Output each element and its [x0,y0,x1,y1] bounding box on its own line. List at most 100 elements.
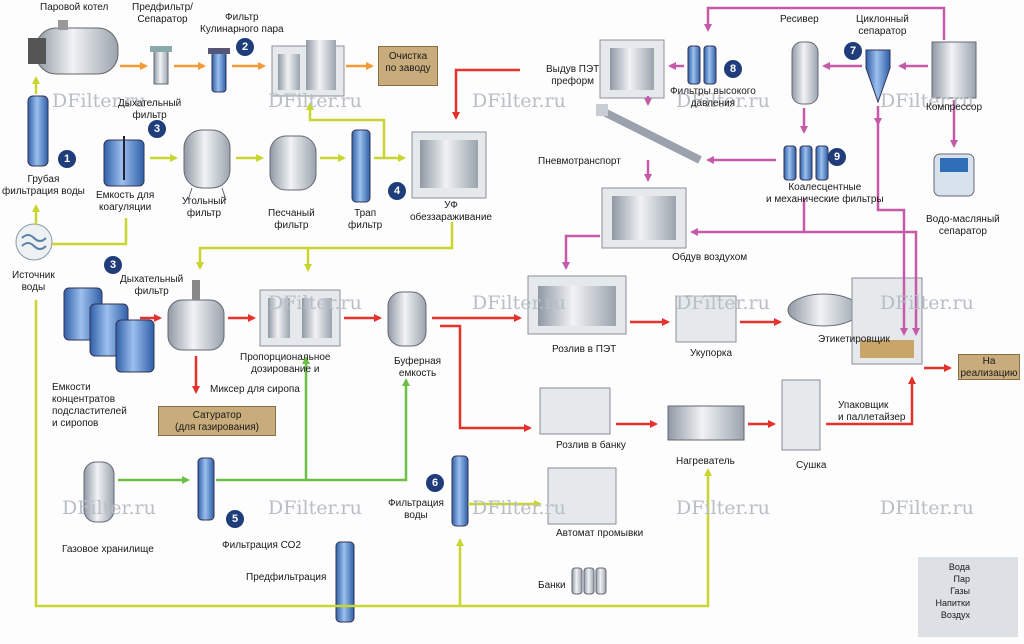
heater-illustration [667,405,745,441]
receiver-label: Ресивер [780,14,819,25]
gas-flow [118,356,410,484]
buffer-tank-label: Буферная емкость [394,356,442,379]
cyclone-separator-illustration [865,49,891,104]
watermark: DFilter.ru [268,497,362,519]
cans-label: Банки [538,580,566,591]
heater-label: Нагреватель [676,456,735,467]
step-badge: 9 [828,148,846,166]
pet-blowing-illustration [599,39,665,99]
co2-filter-illustration [197,457,215,521]
drying-illustration [781,379,821,451]
culinary-steam-filter-illustration [208,48,230,93]
dosing-unit-illustration [259,289,341,347]
water-filtration-label: Фильтрация воды [388,498,444,521]
drinks-flow [140,68,952,432]
syrup-mixer-label: Миксер для сиропа [210,384,300,395]
sand-filter-label: Песчаный фильтр [268,208,315,231]
coalescing-filters-illustration [783,145,829,181]
step-badge: 7 [844,42,862,60]
can-filling-label: Розлив в банку [556,440,626,451]
pet-filling-illustration [527,275,627,335]
trap-filter-label: Трап фильтр [348,208,383,231]
gas-storage-label: Газовое хранилище [62,544,154,555]
watermark: DFilter.ru [62,497,156,519]
watermark: DFilter.ru [880,90,974,112]
compressor-illustration [931,41,977,99]
cans-illustration [571,567,607,595]
syrup-mixer-illustration [167,280,225,351]
step-badge: 6 [426,474,444,492]
washing-label: Автомат промывки [556,528,644,539]
water-oil-separator-label: Водо-масляный сепаратор [926,214,1000,237]
packer-label: Упаковщик и паллетайзер [838,400,906,423]
capping-label: Укупорка [690,348,733,359]
gas-storage-illustration [83,461,115,523]
air-blow-illustration [601,187,687,249]
air-flow [562,6,958,336]
steam-plant-illustration [271,40,345,97]
watermark: DFilter.ru [676,292,770,314]
step-badge: 8 [724,60,742,78]
watermark: DFilter.ru [880,497,974,519]
watermark: DFilter.ru [472,292,566,314]
coarse-filter-illustration [27,95,49,167]
pneumotransport-label: Пневмотранспорт [538,156,621,167]
legend-air: Воздух [940,610,970,620]
steam-boiler-illustration [28,20,119,75]
legend-water: Вода [948,562,970,572]
coag-tank-illustration [103,136,145,187]
watermark: DFilter.ru [880,292,974,314]
water-oil-separator-illustration [933,153,975,197]
trap-filter-illustration [351,129,371,203]
watermark: DFilter.ru [676,497,770,519]
coarse-filtration-label: Грубая фильтрация воды [2,174,85,197]
watermark: DFilter.ru [268,90,362,112]
step-badge: 1 [58,150,76,168]
pet-filling-label: Розлив в ПЭТ [552,344,617,355]
co2-filtration-label: Фильтрация СО2 [222,540,302,551]
step-badge: 3 [104,256,122,274]
prefilter-separator-label: Предфильтр/ Сепаратор [132,2,193,25]
labeler-illustration [787,293,861,327]
air-blow-label: Обдув воздухом [672,252,748,263]
buffer-tank-illustration [387,291,427,347]
washing-illustration [547,467,617,525]
receiver-illustration [791,41,819,105]
pet-blowing-label: Выдув ПЭТ преформ [546,64,600,87]
watermark: DFilter.ru [52,90,146,112]
concentrate-tanks-label: Емкости концентратов подсластителей и си… [52,382,127,429]
labeler-label: Этикетировщик [818,334,890,345]
step-badge: 5 [226,510,244,528]
for-sale-box: На реализацию [958,354,1020,380]
coag-tank-label: Емкость для коагуляции [96,190,155,213]
legend-steam: Пар [953,574,970,584]
step-badge: 2 [236,38,254,56]
plant-cleaning-box: Очистка по заводу [378,46,438,86]
sand-filter-illustration [269,135,317,191]
watermark: DFilter.ru [676,90,770,112]
drying-label: Сушка [796,460,827,471]
legend-drinks: Напитки [935,598,971,608]
prefilter-separator-illustration [150,46,172,85]
prefiltration-label: Предфильтрация [246,572,327,583]
breather-filter-1-label: Дыхательный фильтр [118,98,182,121]
saturator-box: Сатуратор (для газирования) [158,406,276,436]
step-badge: 4 [388,182,406,200]
water-source-illustration [15,223,53,261]
culinary-steam-filter-label: Фильтр Кулинарного пара [200,12,284,35]
watermark: DFilter.ru [472,90,566,112]
legend-gases: Газы [950,586,970,596]
capping-illustration [675,295,737,343]
high-pressure-filters-illustration [687,45,717,85]
step-badge: 3 [148,120,166,138]
legend: Вода Пар Газы Напитки Воздух [918,557,1018,637]
carbon-filter-label: Угольный фильтр [182,196,227,219]
uv-label: УФ обеззараживание [410,200,492,223]
compressor-label: Компрессор [926,102,983,113]
high-pressure-filters-label: Фильтры высокого давления [670,86,756,109]
water-filter-illustration [451,455,469,527]
water-source-label: Источник воды [12,270,55,293]
breather-filter-2-label: Дыхательный фильтр [120,274,184,297]
